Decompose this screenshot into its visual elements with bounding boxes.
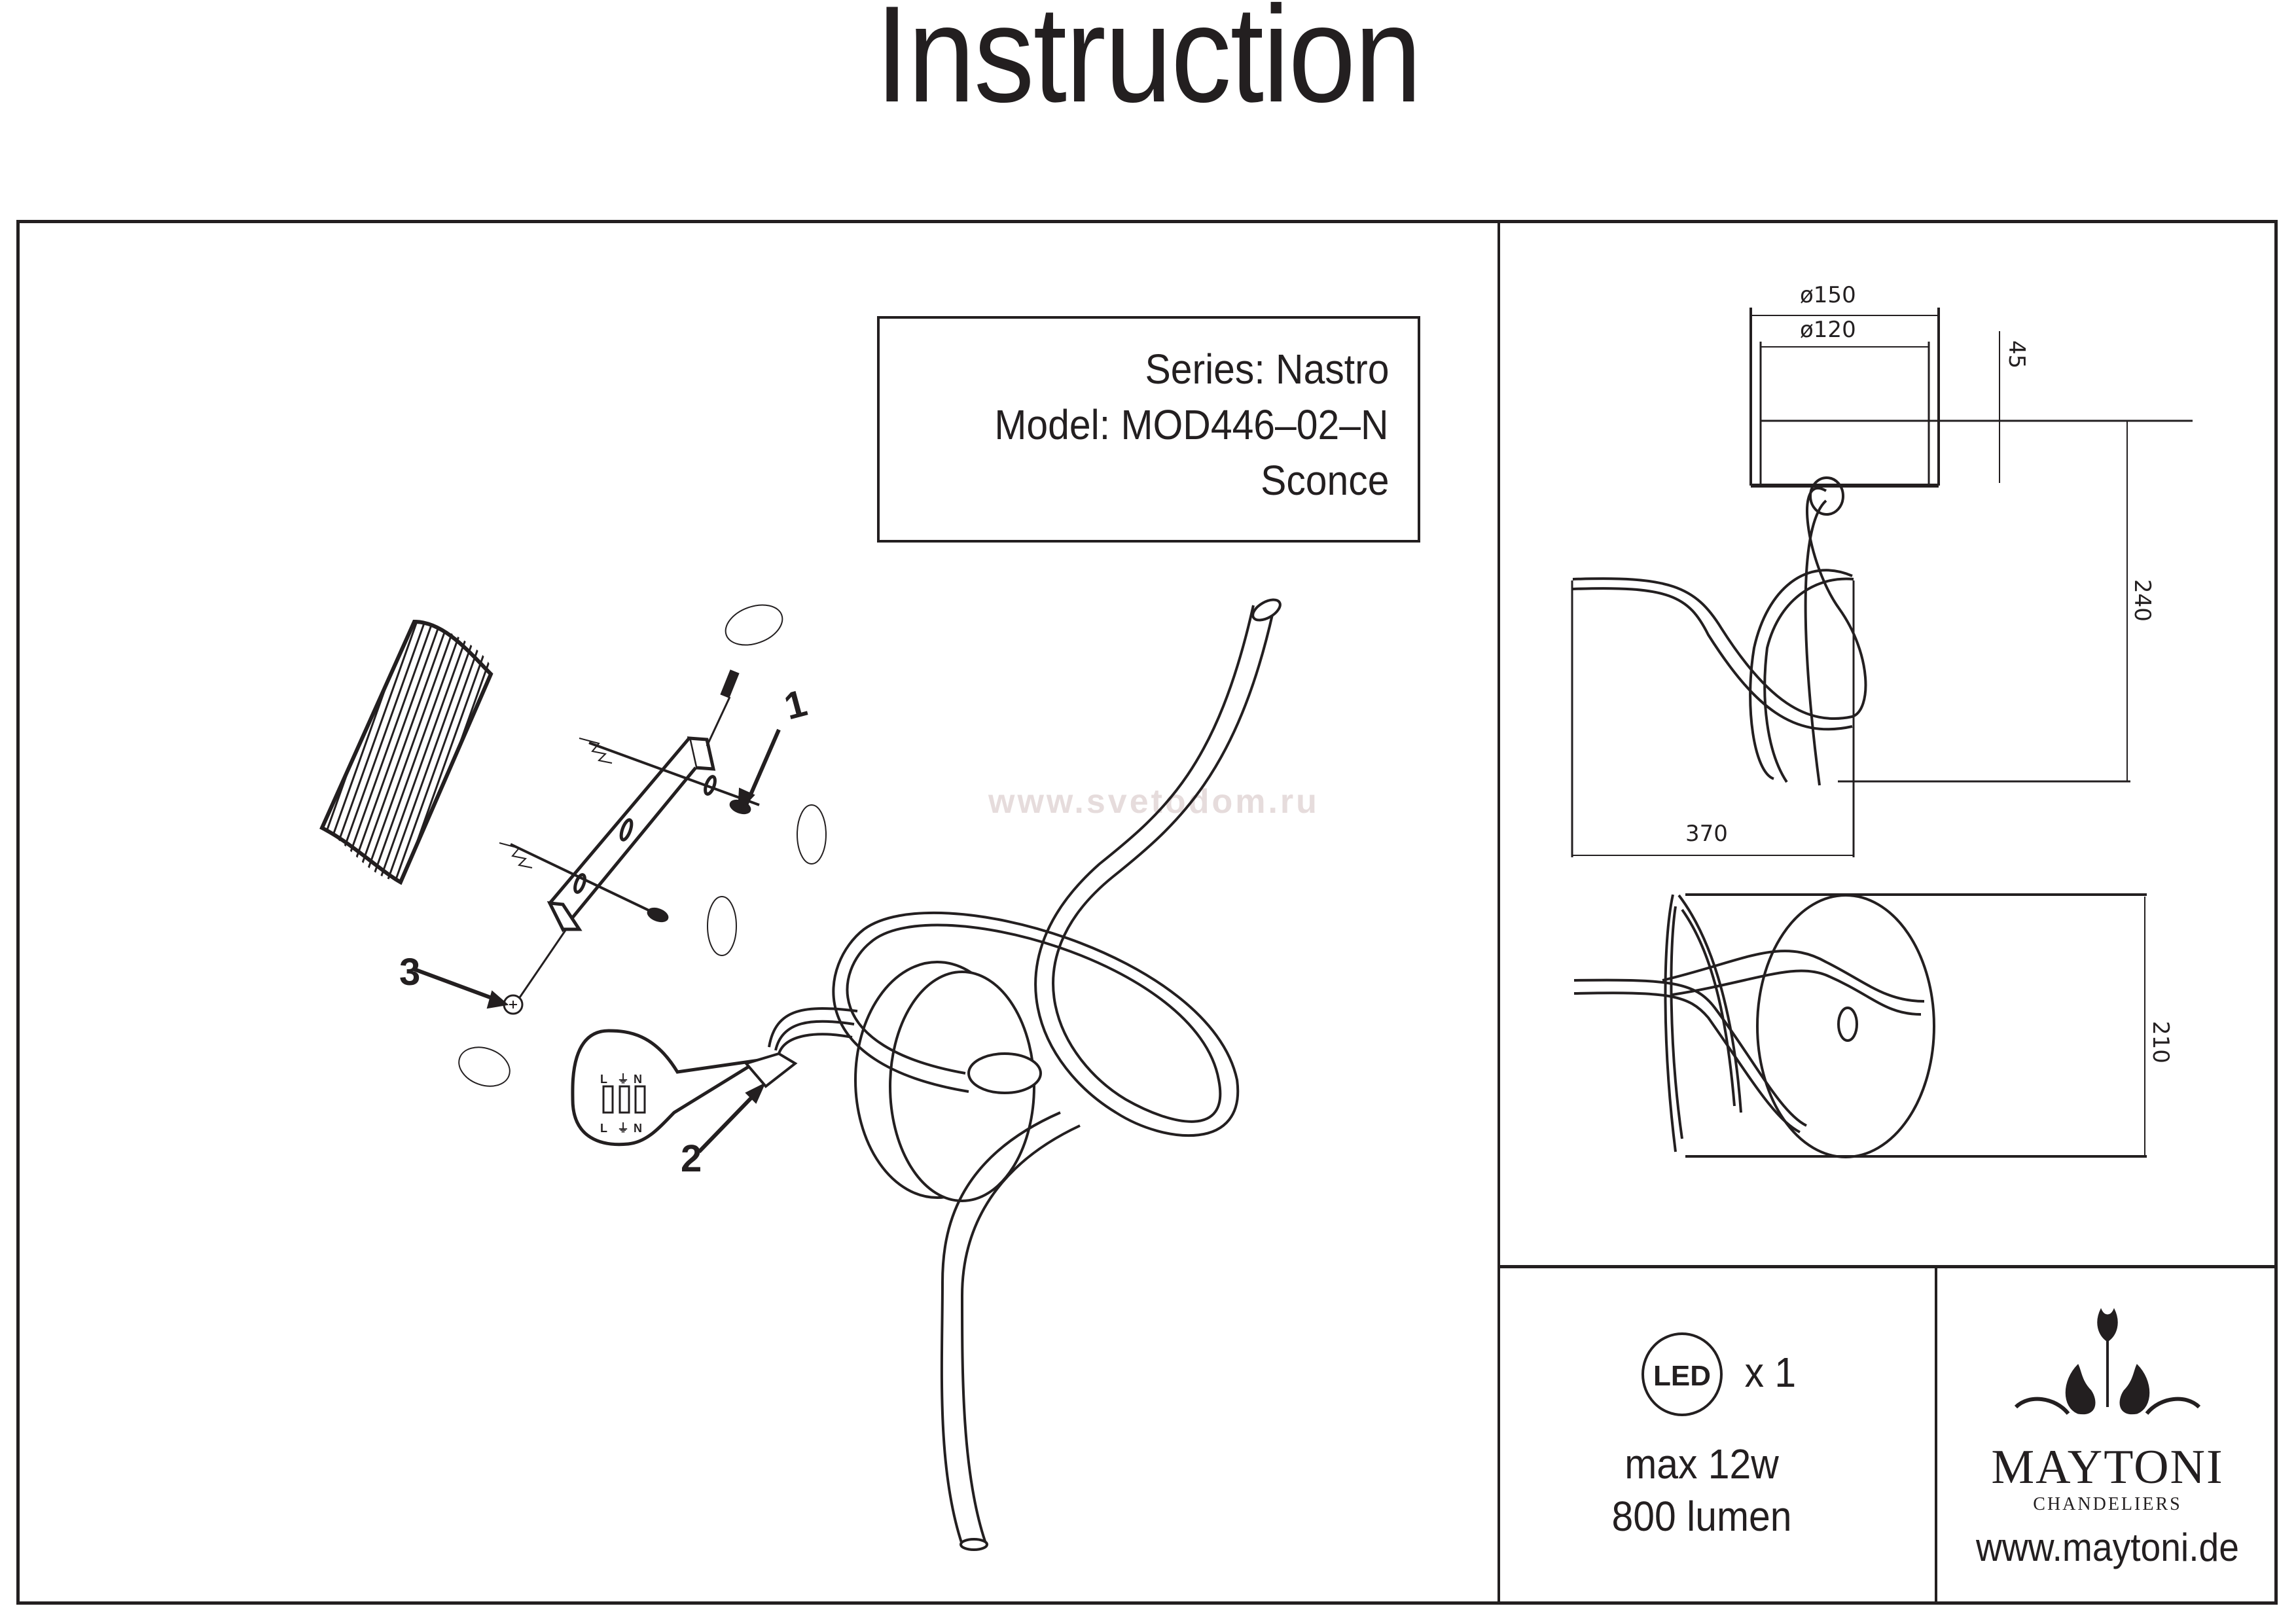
dim-total-height: 240 (2129, 579, 2155, 622)
brand-website-link[interactable]: www.maytoni.de (1976, 1525, 2239, 1569)
wall-hatch-line (410, 622, 492, 882)
wall-hatch-line (465, 622, 492, 882)
terminal-label-bottom-earth: ⏚ (617, 1122, 629, 1135)
dim-canopy-outer: ø150 (1800, 282, 1856, 308)
wall-section-illustration (319, 619, 493, 885)
max-power: max 12w (1624, 1440, 1779, 1488)
led-count: x 1 (1744, 1349, 1797, 1396)
dim-total-width: 370 (1685, 821, 1728, 847)
wall-hatch-line (322, 622, 415, 882)
panel-divider-vertical (1498, 220, 1500, 1605)
step-arrows (411, 728, 781, 1154)
terminal-label-bottom-l: L (600, 1122, 607, 1135)
step-1-label: 1 (780, 681, 812, 728)
brand-tagline: CHANDELIERS (2033, 1494, 2182, 1514)
wall-hatch-line (433, 622, 492, 882)
terminal-detail-callout (571, 1029, 761, 1147)
rotation-arrow-icons (458, 604, 827, 1087)
top-screw-icon (720, 669, 740, 698)
terminal-label-top-earth: ⏚ (617, 1073, 629, 1086)
dim-canopy-inner: ø120 (1800, 317, 1856, 343)
screw-2-icon (647, 907, 669, 923)
led-icon (1641, 1332, 1723, 1416)
brand-name: MAYTONI (1991, 1440, 2224, 1494)
maytoni-chandelier-logo (2014, 1308, 2201, 1415)
instruction-frame (16, 220, 2278, 1605)
led-icon-label: LED (1653, 1360, 1711, 1392)
panel-divider-bottom (1935, 1267, 1937, 1605)
wall-hatch-line (370, 622, 478, 882)
dim-depth: 210 (2147, 1021, 2174, 1063)
step-3-label: 3 (399, 951, 420, 993)
wall-hatch-line (363, 622, 470, 882)
wall-hatch-line (355, 622, 462, 882)
wall-hatch-line (331, 622, 439, 882)
mounting-bracket (547, 736, 717, 933)
wall-hatch-line (480, 622, 492, 882)
terminal-label-bottom-n: N (634, 1122, 642, 1135)
product-info-box: Series: Nastro Model: MOD446–02–N Sconce (877, 316, 1420, 543)
series-label: Series: Nastro (1144, 346, 1389, 393)
wall-hatch-line (323, 622, 431, 882)
dim-canopy-height: 45 (2003, 340, 2030, 368)
wall-hatch-line (457, 622, 492, 882)
lamp-perspective-illustration (832, 598, 1282, 1551)
lumen-output: 800 lumen (1611, 1493, 1792, 1540)
watermark: www.svetodom.ru (988, 783, 1319, 821)
wall-hatch-line (378, 622, 486, 882)
page-title: Instruction (875, 0, 1422, 131)
wall-hatch-line (425, 622, 492, 882)
wall-hatch-line (386, 622, 492, 882)
model-label: Model: MOD446–02–N (994, 401, 1389, 448)
dimension-drawing-front-view (1573, 893, 2147, 1158)
dimension-drawing-side-view (1571, 308, 2193, 857)
terminal-label-top-n: N (634, 1073, 642, 1086)
wall-hatch-line (441, 622, 492, 882)
terminal-label-top-l: L (600, 1073, 607, 1086)
step-2-label: 2 (681, 1137, 702, 1180)
wall-hatch-line (347, 622, 454, 882)
wall-hatch-line (339, 622, 446, 882)
panel-divider-horizontal (1498, 1265, 2278, 1268)
type-label: Sconce (1260, 457, 1389, 504)
wall-hatch-line (473, 622, 492, 882)
